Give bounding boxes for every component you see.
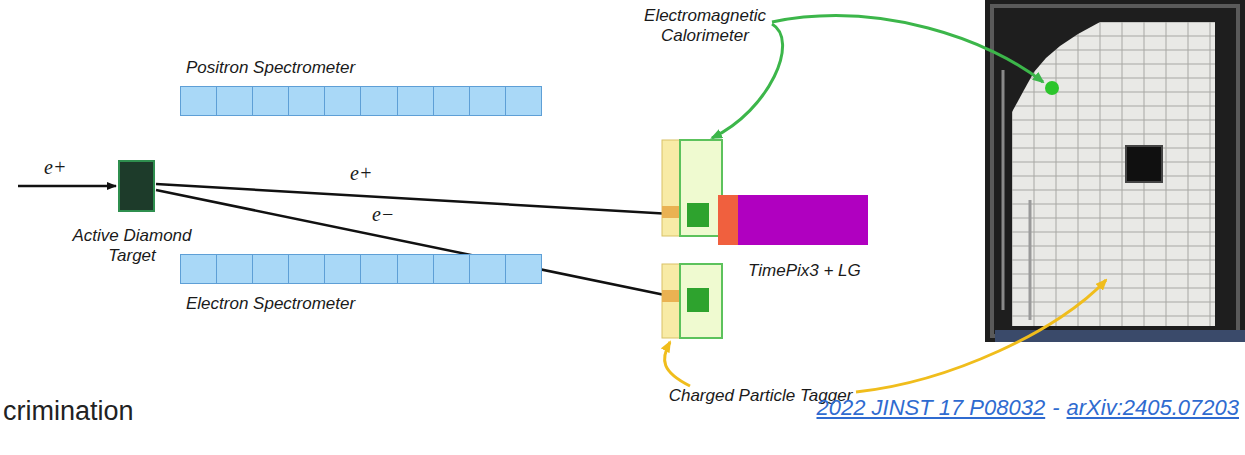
tagger-hit — [662, 290, 680, 302]
spectrometer-segment — [506, 255, 541, 283]
photo-background — [985, 0, 1245, 342]
lead-glass — [738, 195, 868, 245]
component-label: TimePix3 + LG — [748, 261, 878, 281]
spectrometer-segment — [470, 255, 506, 283]
reference-link: 2022 JINST 17 P08032 — [816, 395, 1045, 420]
reference-link: arXiv:2405.07203 — [1067, 395, 1239, 420]
calorimeter-block — [680, 140, 722, 236]
spectrometer-segment — [506, 87, 541, 115]
tagger-bar — [662, 140, 680, 236]
spectrometer-segment — [434, 255, 470, 283]
diamond-target — [118, 160, 155, 212]
beam-hole — [1126, 146, 1162, 182]
spectrometer-segment — [217, 255, 253, 283]
photo-base — [995, 330, 1245, 342]
spectrometer-segment — [181, 87, 217, 115]
callout-arrow — [856, 280, 1106, 392]
component: Positron Spectrometer — [180, 56, 545, 118]
spectrometer-segment — [470, 87, 506, 115]
component-label: Electron Spectrometer — [186, 294, 506, 314]
particle-label: e+ — [44, 156, 66, 179]
callout-arrow — [772, 16, 1043, 82]
spectrometer-segment — [398, 87, 434, 115]
timepix-sensor — [718, 195, 738, 245]
spectrometer-segment — [181, 255, 217, 283]
timepix-detector — [718, 195, 868, 245]
photo-frame — [992, 6, 1238, 336]
spectrometer-segment — [398, 255, 434, 283]
spectrometer-segment — [253, 255, 289, 283]
component: TimePix3 + LG — [718, 195, 870, 283]
spectrometer-segment — [361, 87, 397, 115]
support-rod — [1002, 70, 1005, 310]
spectrometer-segment — [289, 87, 325, 115]
calorimeter-hit — [687, 288, 709, 312]
spectrometer-bar — [180, 254, 542, 284]
component: Active Diamond Target — [62, 158, 202, 268]
spectrometer-segment — [361, 255, 397, 283]
particle-label: e− — [372, 203, 394, 226]
spectrometer-segment — [325, 87, 361, 115]
calorimeter-hit — [687, 203, 709, 227]
electron-track — [156, 190, 689, 300]
positron-track — [156, 184, 689, 215]
component: Electron Spectrometer — [180, 254, 545, 316]
tagger-hit — [662, 206, 680, 218]
spectrometer-bar — [180, 86, 542, 116]
callout-arrow — [665, 342, 690, 386]
calorimeter-block — [680, 264, 722, 338]
support-rod — [1029, 200, 1032, 320]
reference-line: 2022 JINST 17 P08032-arXiv:2405.07203 — [816, 395, 1239, 421]
beam-line — [18, 185, 116, 188]
spectrometer-segment — [289, 255, 325, 283]
separator: - — [1052, 395, 1059, 420]
spectrometer-segment — [434, 87, 470, 115]
particle-label: e+ — [350, 162, 372, 185]
component-label: Positron Spectrometer — [186, 58, 506, 78]
spectrometer-segment — [253, 87, 289, 115]
part-label: Electromagnetic Calorimeter — [630, 6, 780, 45]
tagger-bar — [662, 264, 680, 338]
spectrometer-segment — [325, 255, 361, 283]
spectrometer-segment — [217, 87, 253, 115]
highlight-dot — [1045, 81, 1059, 95]
slide-text: crimination — [3, 396, 134, 427]
calorimeter-photo — [1012, 22, 1215, 326]
